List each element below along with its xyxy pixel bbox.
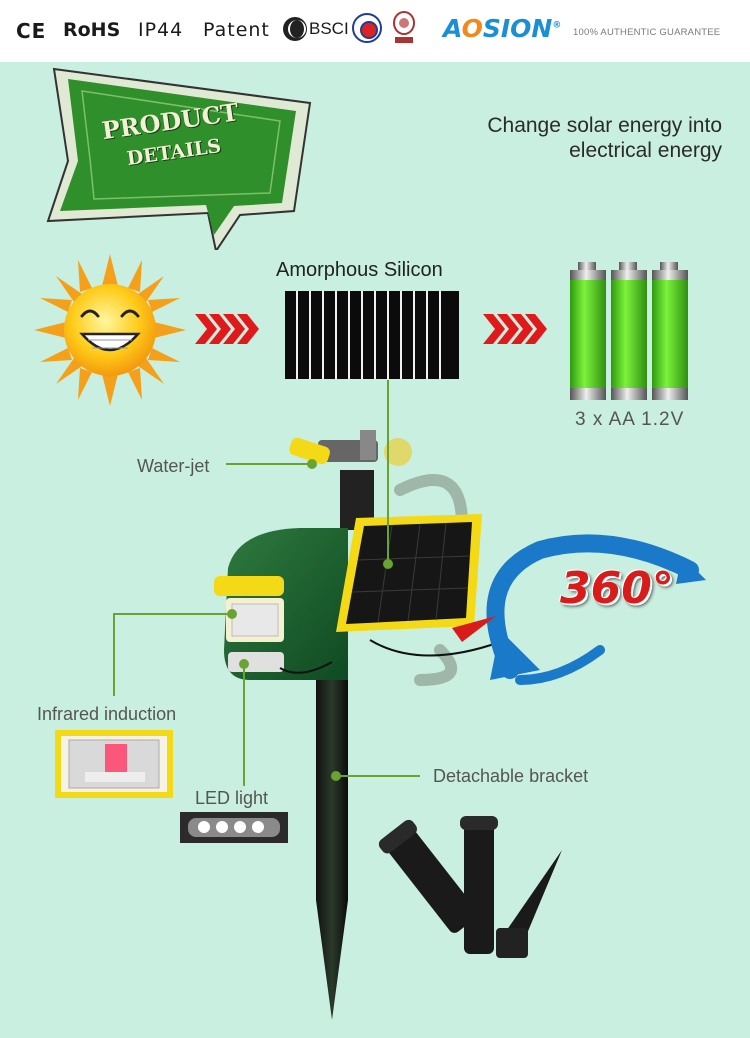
bracket-label: Detachable bracket <box>433 766 589 786</box>
chevron-arrows-icon <box>483 314 547 344</box>
solar-cell-icon <box>285 291 459 379</box>
certification-bar: CE RoHS IP44 Patent BSCI AOSION® 100% AU… <box>0 0 750 62</box>
certification-shield-icon <box>393 11 415 43</box>
headline-line1: Change solar energy into <box>487 114 722 137</box>
guarantee-text: 100% AUTHENTIC GUARANTEE <box>573 27 721 38</box>
product-illustration <box>113 380 706 1020</box>
water-jet-label: Water-jet <box>137 456 210 476</box>
cert-rohs: RoHS <box>63 19 121 41</box>
cert-patent: Patent <box>203 19 270 41</box>
infrared-label: Infrared induction <box>37 704 177 724</box>
headline: Change solar energy into electrical ener… <box>487 113 722 163</box>
silicon-label: Amorphous Silicon <box>276 259 443 281</box>
infrared-sensor-icon <box>55 730 173 798</box>
cert-ip44: IP44 <box>138 19 184 41</box>
cert-bsci: BSCI <box>283 14 349 44</box>
brand-logo: AOSION® <box>443 14 562 43</box>
quality-seal-icon <box>352 13 382 43</box>
cert-ce: CE <box>16 19 47 43</box>
led-light-icon <box>180 812 288 843</box>
product-details-badge <box>46 67 312 250</box>
battery-icon <box>570 262 688 400</box>
battery-label: 3 x AA 1.2V <box>575 409 685 430</box>
rotation-label: 360° <box>560 563 674 614</box>
bsci-globe-icon <box>283 17 307 41</box>
led-label: LED light <box>195 788 269 808</box>
sun-icon <box>34 254 186 406</box>
chevron-arrows-icon <box>195 314 259 344</box>
headline-line2: electrical energy <box>569 139 722 162</box>
bsci-label: BSCI <box>309 19 349 38</box>
